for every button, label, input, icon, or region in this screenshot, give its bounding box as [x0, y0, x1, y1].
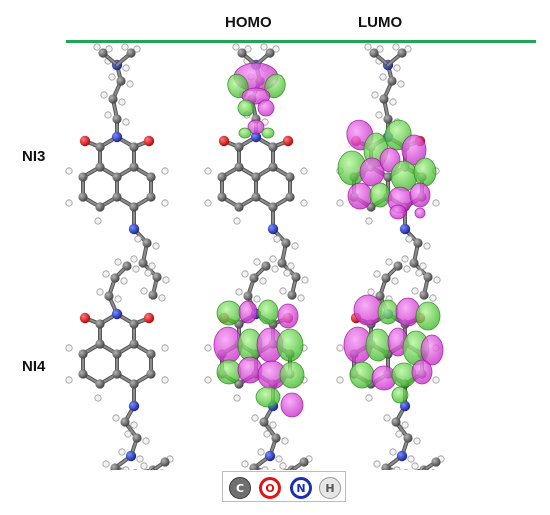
ni3-homo-structure [204, 43, 309, 302]
oxygen-legend-icon: O [259, 477, 281, 499]
lumo-column-header: LUMO [358, 14, 403, 31]
ni3-structure [65, 43, 170, 302]
carbon-legend-icon: C [229, 477, 251, 499]
nitrogen-legend-icon: N [290, 477, 312, 499]
header-divider [66, 40, 536, 43]
atom-legend: C O N H [222, 471, 346, 502]
homo-column-header: HOMO [225, 14, 272, 31]
ni4-homo-structure [204, 258, 313, 470]
row-label-ni4: NI4 [22, 358, 46, 375]
ni3-lumo-structure [336, 43, 441, 302]
ni4-lumo-structure [336, 258, 445, 470]
hydrogen-legend-icon: H [319, 477, 341, 499]
row-label-ni3: NI3 [22, 148, 46, 165]
ni4-structure [65, 258, 174, 470]
molecule-figure [65, 43, 445, 470]
